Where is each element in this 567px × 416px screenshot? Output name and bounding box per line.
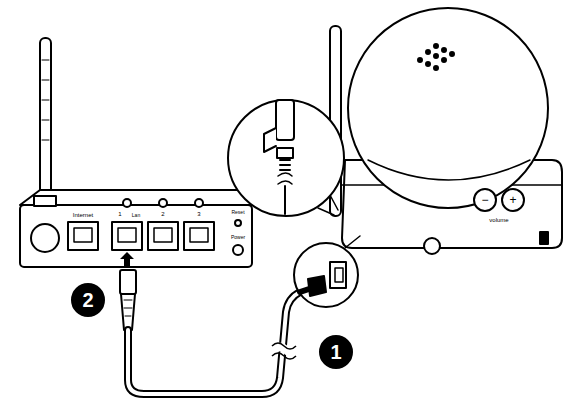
port-label: 2 <box>161 211 164 217</box>
button-label: Reset <box>231 210 244 215</box>
callout-number: 1 <box>330 342 341 362</box>
port-label: 3 <box>197 211 200 217</box>
port-label: Internet <box>73 212 93 218</box>
button-symbol: − <box>481 194 488 206</box>
button-symbol: + <box>509 194 516 206</box>
button-label: volume <box>489 217 508 223</box>
callout-number: 2 <box>82 290 93 310</box>
port-label: 1 <box>118 211 121 217</box>
port-label: Lan <box>132 213 140 218</box>
button-label: Power <box>231 235 245 240</box>
